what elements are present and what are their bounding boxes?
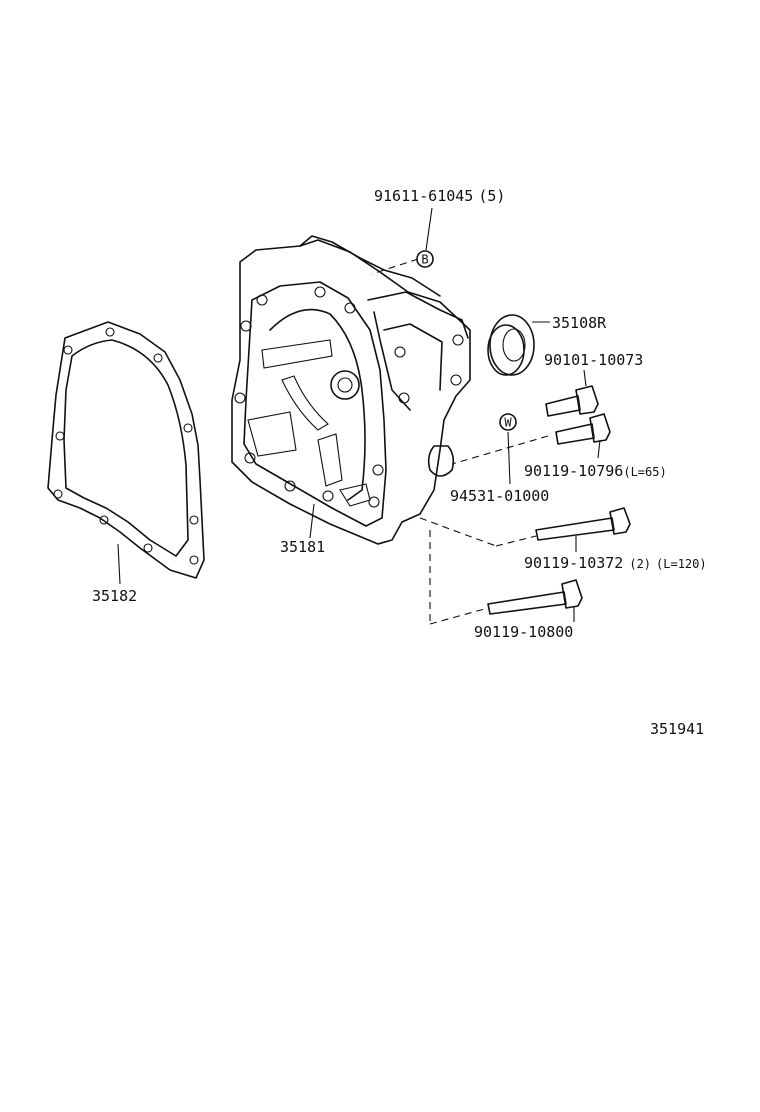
transmission-case-35181-drawing (231, 235, 471, 545)
part-label-35181: 35181 (280, 538, 325, 556)
marker-w-circle: W (499, 413, 517, 431)
leader-lines (117, 207, 601, 625)
part-label-90119-10800: 90119-10800 (474, 623, 573, 641)
bolt-90119-10372-drawing (535, 507, 631, 541)
part-label-90119-10796: 90119-10796(L=65) (524, 462, 667, 480)
bolt-90119-10796-drawing (555, 413, 611, 445)
bolt-90119-10800-drawing (487, 579, 583, 615)
part-label-90101-10073: 90101-10073 (544, 351, 643, 369)
part-label-94531-01000: 94531-01000 (450, 487, 549, 505)
oil-seal-35108R-drawing (487, 314, 535, 376)
marker-w-label: W (504, 416, 512, 430)
part-label-91611-61045: 91611-61045(5) (374, 187, 505, 205)
diagram-code: 351941 (650, 720, 704, 738)
bolt-90101-10073-drawing (545, 385, 599, 417)
gasket-35182-drawing (47, 321, 205, 579)
marker-b-label: B (421, 253, 428, 267)
part-label-35182: 35182 (92, 587, 137, 605)
part-label-90119-10372: 90119-10372(2)(L=120) (524, 554, 707, 572)
marker-b-circle: B (416, 250, 434, 268)
part-label-35108R: 35108R (552, 314, 607, 332)
